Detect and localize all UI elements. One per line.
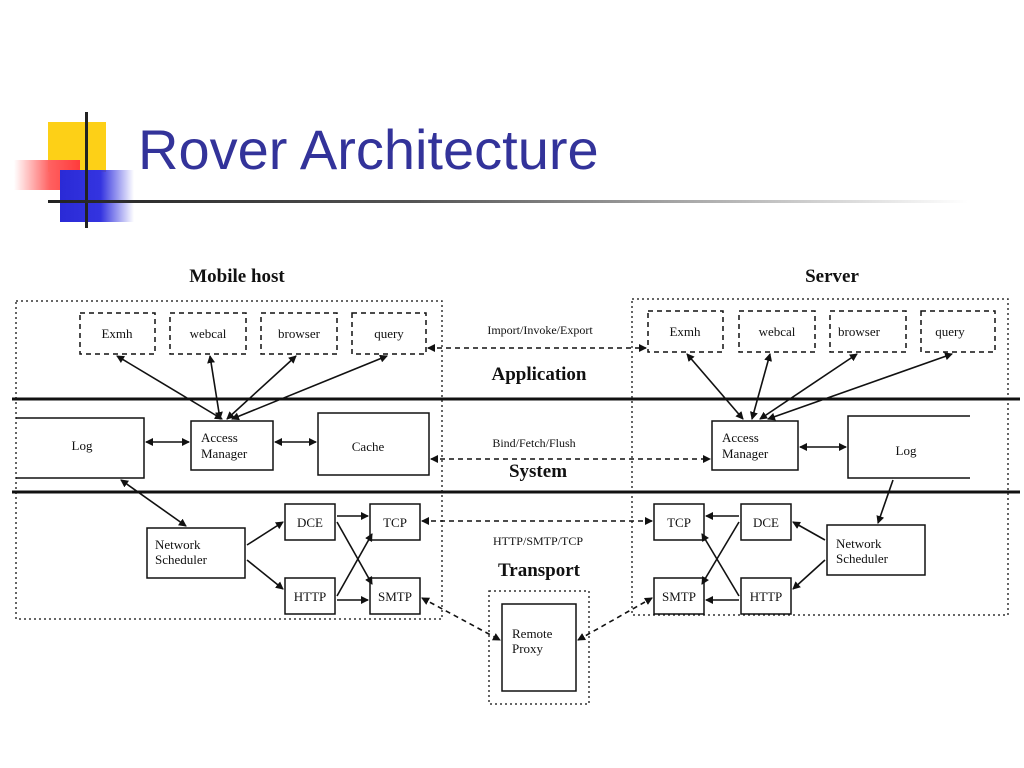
server-app-browser: browser [829,310,907,353]
mobile-log-box: Log [16,417,145,479]
svg-text:HTTP: HTTP [750,589,783,604]
svg-text:webcal: webcal [190,326,227,341]
server-region [631,298,1009,616]
mobile-access-manager-box: Access Manager [190,420,274,471]
svg-text:Network: Network [155,537,201,552]
slide-title: Rover Architecture [138,118,599,181]
mobile-app-exmh: Exmh [79,312,156,355]
mobile-tcp-box: TCP [369,503,421,541]
server-network-scheduler-box: Network Scheduler [826,524,926,576]
mobile-cache-box: Cache [317,412,430,476]
svg-text:Manager: Manager [201,446,248,461]
svg-text:TCP: TCP [667,515,691,530]
mobile-host-heading: Mobile host [189,266,285,287]
svg-text:Manager: Manager [722,446,769,461]
decor-blue-square [60,170,134,222]
server-access-manager-box: Access Manager [711,420,799,471]
svg-text:SMTP: SMTP [662,589,696,604]
title-underline [48,200,968,203]
svg-text:Log: Log [72,438,93,453]
mobile-network-scheduler-box: Network Scheduler [146,527,246,579]
svg-text:SMTP: SMTP [378,589,412,604]
connection-arrows [116,352,953,604]
svg-text:TCP: TCP [383,515,407,530]
server-log-box: Log [847,415,970,479]
svg-text:Network: Network [836,536,882,551]
mobile-app-webcal: webcal [169,312,247,355]
svg-text:HTTP: HTTP [294,589,327,604]
svg-text:Log: Log [896,443,917,458]
svg-text:DCE: DCE [753,515,779,530]
svg-text:Access: Access [722,430,759,445]
svg-text:Cache: Cache [352,439,385,454]
decor-vertical-line [85,112,88,228]
svg-text:Scheduler: Scheduler [836,551,889,566]
svg-text:webcal: webcal [759,324,796,339]
server-heading: Server [805,266,859,287]
server-app-query: query [920,310,996,353]
mobile-smtp-box: SMTP [369,577,421,615]
mobile-app-browser: browser [260,312,338,355]
svg-text:browser: browser [838,324,881,339]
svg-text:DCE: DCE [297,515,323,530]
svg-text:browser: browser [278,326,321,341]
svg-text:Exmh: Exmh [669,324,701,339]
import-invoke-export-label: Import/Invoke/Export [487,323,593,337]
mobile-dce-box: DCE [284,503,336,541]
bind-fetch-flush-label: Bind/Fetch/Flush [492,436,575,450]
server-http-box: HTTP [740,577,792,615]
svg-text:Remote: Remote [512,626,553,641]
server-dce-box: DCE [740,503,792,541]
svg-text:Exmh: Exmh [101,326,133,341]
svg-text:query: query [374,326,404,341]
network-arrows [421,344,711,641]
svg-text:query: query [935,324,965,339]
mobile-http-box: HTTP [284,577,336,615]
remote-proxy-box: Remote Proxy [488,590,590,705]
server-app-exmh: Exmh [647,310,724,353]
svg-text:Access: Access [201,430,238,445]
svg-text:Proxy: Proxy [512,641,544,656]
server-smtp-box: SMTP [653,577,705,615]
system-layer-label: System [509,461,567,482]
transport-layer-label: Transport [498,560,581,581]
mobile-app-query: query [351,312,427,355]
http-smtp-tcp-label: HTTP/SMTP/TCP [493,534,583,548]
svg-text:Scheduler: Scheduler [155,552,208,567]
application-layer-label: Application [491,364,586,385]
server-app-webcal: webcal [738,310,816,353]
server-tcp-box: TCP [653,503,705,541]
